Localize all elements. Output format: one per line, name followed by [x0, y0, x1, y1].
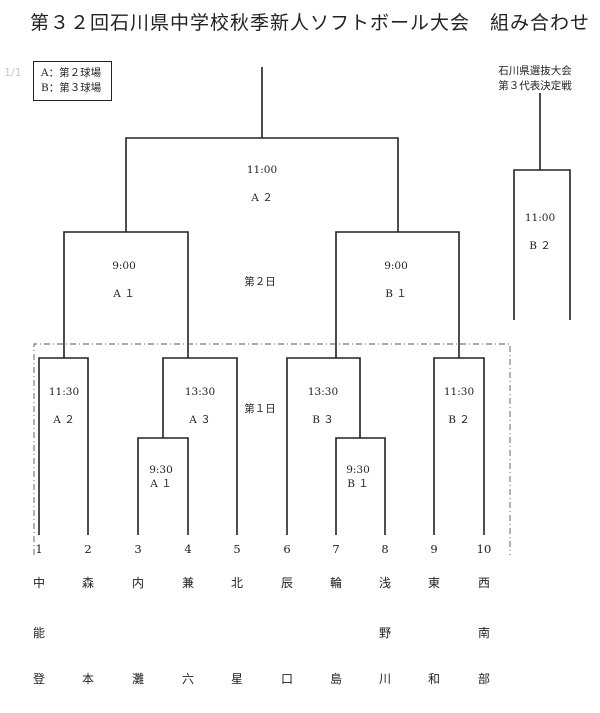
legend-item-b: B：第３球場: [41, 82, 102, 94]
match-semi-left: 9:00 A １: [84, 260, 164, 301]
school-name-char: 登: [32, 672, 45, 686]
school-name-char: 森: [81, 576, 94, 590]
match-quarter-2: 13:30 A ３: [160, 386, 240, 427]
match-time: 9:00: [112, 260, 136, 272]
page-title: 第３２回石川県中学校秋季新人ソフトボール大会 組み合わせ: [30, 12, 591, 34]
page-marker: 1/1: [4, 66, 22, 79]
qualifier-caption-line2: 第３代表決定戦: [498, 80, 572, 92]
match-time: 13:30: [307, 386, 339, 398]
bracket-line: [433, 357, 485, 535]
day1-label: 第１日: [244, 403, 276, 415]
school-name-char: 島: [329, 672, 342, 686]
team-number: 9: [430, 542, 438, 556]
match-round1-right: 9:30 B １: [318, 464, 398, 491]
school-name-char: 和: [427, 672, 440, 686]
match-time: 9:00: [384, 260, 408, 272]
match-court: A ２: [53, 414, 75, 426]
team-number: 5: [233, 542, 241, 556]
team-number: 1: [35, 542, 43, 556]
school-name-char: 西: [477, 576, 490, 590]
school-name-char: 六: [181, 672, 194, 686]
bracket-line: [137, 437, 189, 535]
bracket-line: [38, 357, 89, 535]
match-court: B １: [347, 478, 369, 490]
school-name-char: 内: [131, 576, 144, 590]
match-court: A １: [113, 288, 135, 300]
match-time: 9:30: [149, 464, 173, 476]
bracket-line: [335, 437, 386, 535]
team-number: 10: [476, 542, 492, 556]
school-name-char: 口: [280, 672, 293, 686]
bracket-line: [286, 357, 361, 535]
bracket-line: [335, 231, 460, 358]
qualifier-caption-line1: 石川県選抜大会: [498, 65, 572, 77]
team-number: 2: [84, 542, 92, 556]
match-court: A １: [150, 478, 172, 490]
venue-legend: A：第２球場 B：第３球場: [33, 61, 112, 101]
match-time: 11:30: [443, 386, 475, 398]
school-name-char: 本: [81, 672, 94, 686]
match-time: 13:30: [184, 386, 216, 398]
school-name-char: 輪: [329, 576, 342, 590]
match-quarter-3: 13:30 B ３: [283, 386, 363, 427]
team-number: 3: [134, 542, 142, 556]
bracket-line: [162, 357, 238, 535]
match-court: B ２: [448, 414, 470, 426]
school-name-char: 野: [378, 626, 391, 640]
team-number: 7: [332, 542, 340, 556]
match-time: 11:00: [246, 164, 278, 176]
day2-label: 第２日: [244, 276, 276, 288]
team-number: 4: [184, 542, 192, 556]
day1-boundary: [33, 343, 511, 555]
match-time: 11:00: [524, 212, 556, 224]
school-name-char: 川: [378, 672, 391, 686]
school-name-char: 星: [230, 672, 243, 686]
bracket-line: [63, 231, 189, 358]
school-name-char: 浅: [378, 576, 391, 590]
school-name-char: 兼: [181, 576, 194, 590]
match-court: A ２: [251, 192, 273, 204]
qualifier-caption: 石川県選抜大会 第３代表決定戦: [480, 64, 590, 94]
legend-item-a: A：第２球場: [41, 67, 102, 79]
match-court: B ２: [529, 240, 551, 252]
school-name-char: 能: [32, 626, 45, 640]
school-name-char: 北: [230, 576, 243, 590]
bracket-line: [125, 137, 399, 232]
match-time: 9:30: [346, 464, 370, 476]
match-qualifier: 11:00 B ２: [500, 212, 580, 253]
school-name-char: 灘: [131, 672, 144, 686]
match-court: A ３: [189, 414, 211, 426]
team-number: 8: [381, 542, 389, 556]
school-name-char: 中: [32, 576, 45, 590]
match-semi-right: 9:00 B １: [356, 260, 436, 301]
match-quarter-4: 11:30 B ２: [419, 386, 499, 427]
match-court: B １: [385, 288, 407, 300]
match-quarter-1: 11:30 A ２: [24, 386, 104, 427]
school-name-char: 東: [427, 576, 440, 590]
bracket-line: [513, 169, 571, 320]
match-court: B ３: [312, 414, 334, 426]
match-time: 11:30: [48, 386, 80, 398]
match-round1-left: 9:30 A １: [121, 464, 201, 491]
school-name-char: 部: [477, 672, 490, 686]
school-name-char: 南: [477, 626, 490, 640]
school-name-char: 辰: [280, 576, 293, 590]
team-number: 6: [283, 542, 291, 556]
match-final: 11:00 A ２: [222, 164, 302, 205]
